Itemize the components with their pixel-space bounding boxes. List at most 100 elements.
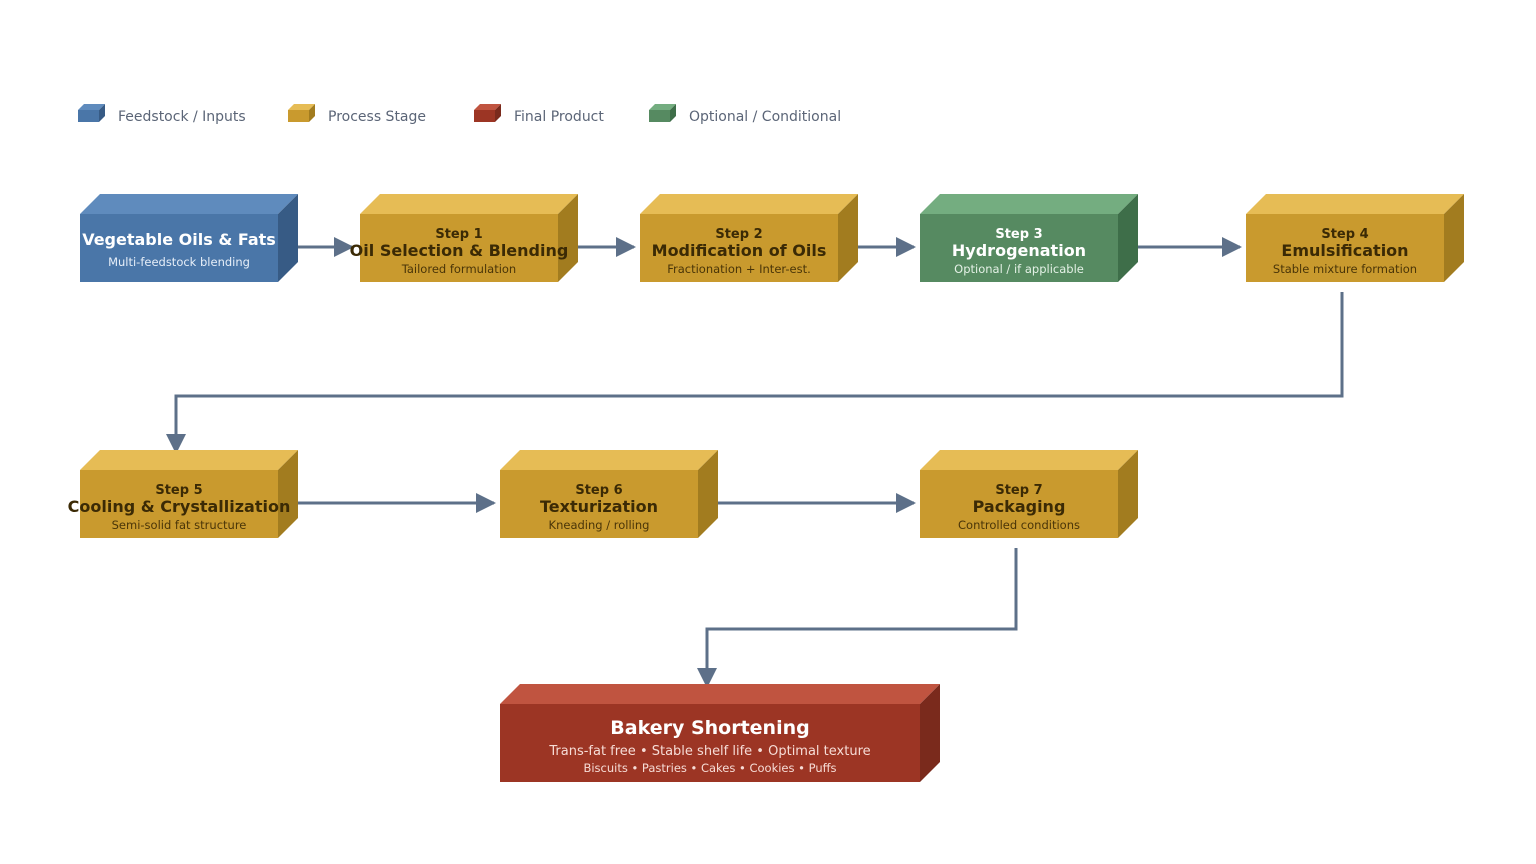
box-side-face (278, 194, 298, 282)
box-top-face (80, 450, 298, 470)
node-step5: Step 5 Cooling & Crystallization Semi-so… (68, 450, 298, 538)
box-top-face (360, 194, 578, 214)
node-step1-title: Oil Selection & Blending (350, 241, 569, 260)
box-side-face (558, 194, 578, 282)
legend-item-process: Process Stage (288, 104, 426, 125)
node-step6-title: Texturization (540, 497, 658, 516)
legend-item-optional: Optional / Conditional (649, 104, 841, 125)
box-top-face (649, 104, 676, 110)
box-front-face (78, 110, 99, 122)
node-feedstock: Vegetable Oils & Fats Multi-feedstock bl… (80, 194, 298, 282)
box-front-face (360, 214, 558, 282)
node-feedstock-box (80, 194, 298, 282)
node-step6-box (500, 450, 718, 538)
node-step5-title: Cooling & Crystallization (68, 497, 291, 516)
legend-swatch-optional (649, 104, 676, 122)
connectors (166, 237, 1344, 688)
box-top-face (80, 194, 298, 214)
box-front-face (920, 470, 1118, 538)
box-side-face (1118, 450, 1138, 538)
node-step5-subtitle: Semi-solid fat structure (112, 518, 247, 532)
node-step5-step: Step 5 (155, 483, 202, 498)
box-side-face (670, 104, 676, 122)
box-top-face (78, 104, 105, 110)
box-front-face (640, 214, 838, 282)
node-step7-step: Step 7 (995, 483, 1042, 498)
legend-swatch-feedstock (78, 104, 105, 122)
box-top-face (920, 450, 1138, 470)
box-front-face (474, 110, 495, 122)
node-step6-subtitle: Kneading / rolling (549, 518, 650, 532)
node-step3-step: Step 3 (995, 227, 1042, 242)
node-step4-subtitle: Stable mixture formation (1273, 262, 1417, 276)
box-top-face (288, 104, 315, 110)
box-front-face (80, 470, 278, 538)
box-side-face (920, 684, 940, 782)
box-front-face (500, 470, 698, 538)
node-step3-box (920, 194, 1138, 282)
node-step3: Step 3 Hydrogenation Optional / if appli… (920, 194, 1138, 282)
node-step3-subtitle: Optional / if applicable (954, 262, 1084, 276)
node-step1-subtitle: Tailored formulation (401, 262, 516, 276)
legend-label-feedstock: Feedstock / Inputs (118, 109, 246, 125)
node-step7-title: Packaging (973, 497, 1066, 516)
node-step2-step: Step 2 (715, 227, 762, 242)
node-step1: Step 1 Oil Selection & Blending Tailored… (350, 194, 578, 282)
node-step4-step: Step 4 (1321, 227, 1368, 242)
node-step4-title: Emulsification (1281, 241, 1408, 260)
box-top-face (474, 104, 501, 110)
box-side-face (309, 104, 315, 122)
box-front-face (500, 704, 920, 782)
node-step6-step: Step 6 (575, 483, 622, 498)
node-feedstock-title: Vegetable Oils & Fats (82, 230, 276, 249)
node-step7: Step 7 Packaging Controlled conditions (920, 450, 1138, 538)
box-side-face (838, 194, 858, 282)
box-side-face (698, 450, 718, 538)
box-front-face (80, 214, 278, 282)
box-top-face (920, 194, 1138, 214)
connector-step7-to-final (697, 548, 1018, 688)
box-front-face (1246, 214, 1444, 282)
node-step7-subtitle: Controlled conditions (958, 518, 1080, 532)
node-step2-title: Modification of Oils (652, 241, 827, 260)
box-top-face (640, 194, 858, 214)
box-front-face (920, 214, 1118, 282)
box-front-face (649, 110, 670, 122)
node-step5-box (80, 450, 298, 538)
node-final-box (500, 684, 940, 782)
legend-swatch-process (288, 104, 315, 122)
node-step2: Step 2 Modification of Oils Fractionatio… (640, 194, 858, 282)
node-step7-box (920, 450, 1138, 538)
legend-label-final: Final Product (514, 109, 604, 125)
node-final-subtitle: Trans-fat free • Stable shelf life • Opt… (548, 744, 870, 759)
box-top-face (1246, 194, 1464, 214)
node-final-uses: Biscuits • Pastries • Cakes • Cookies • … (583, 761, 836, 775)
node-step2-subtitle: Fractionation + Inter-est. (667, 262, 811, 276)
node-step2-box (640, 194, 858, 282)
legend: Feedstock / Inputs Process Stage Final P… (78, 104, 841, 125)
node-feedstock-subtitle: Multi-feedstock blending (108, 255, 250, 269)
node-final-title: Bakery Shortening (610, 717, 809, 739)
box-side-face (1118, 194, 1138, 282)
legend-item-feedstock: Feedstock / Inputs (78, 104, 246, 125)
legend-swatch-final (474, 104, 501, 122)
legend-label-optional: Optional / Conditional (689, 109, 841, 125)
node-step1-box (360, 194, 578, 282)
node-final-product: Bakery Shortening Trans-fat free • Stabl… (500, 684, 940, 782)
box-top-face (500, 684, 940, 704)
box-side-face (99, 104, 105, 122)
node-step4-box (1246, 194, 1464, 282)
connector-step4-to-step5 (166, 292, 1344, 454)
node-step4: Step 4 Emulsification Stable mixture for… (1246, 194, 1464, 282)
node-step6: Step 6 Texturization Kneading / rolling (500, 450, 718, 538)
box-front-face (288, 110, 309, 122)
node-step3-title: Hydrogenation (952, 241, 1086, 260)
legend-label-process: Process Stage (328, 109, 426, 125)
box-side-face (1444, 194, 1464, 282)
box-side-face (278, 450, 298, 538)
legend-item-final: Final Product (474, 104, 604, 125)
box-side-face (495, 104, 501, 122)
box-top-face (500, 450, 718, 470)
node-step1-step: Step 1 (435, 227, 482, 242)
